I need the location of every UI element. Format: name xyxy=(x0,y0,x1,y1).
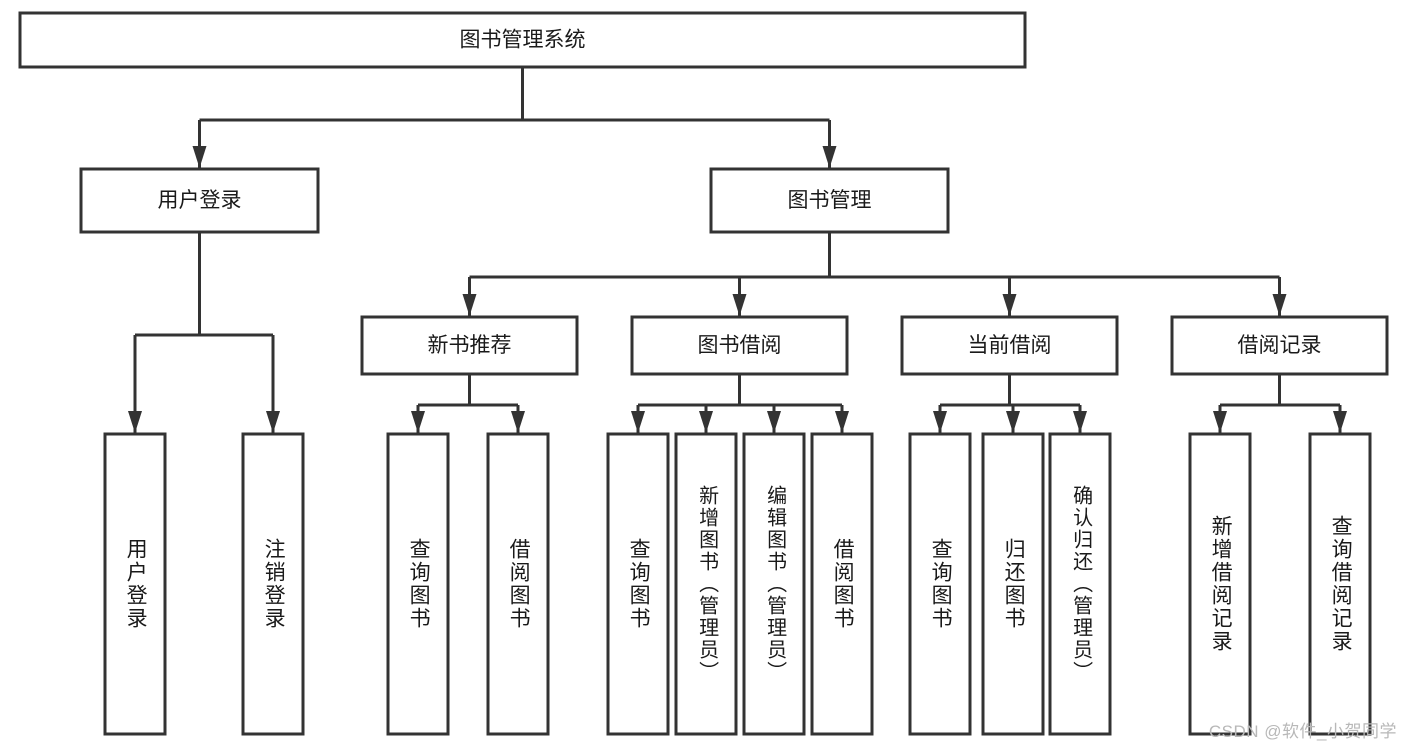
node-leaf-box-11[interactable] xyxy=(1188,432,1252,736)
node-level3-box-1[interactable] xyxy=(630,315,849,376)
arrow-head-icon xyxy=(1333,411,1347,433)
node-leaf-box-8[interactable] xyxy=(908,432,972,736)
node-leaf-box-3[interactable] xyxy=(486,432,550,736)
arrow-head-icon xyxy=(411,411,425,433)
arrow-head-icon xyxy=(1272,294,1287,316)
node-leaf-box-0[interactable] xyxy=(103,432,167,736)
node-boxes xyxy=(18,11,1389,736)
arrow-head-icon xyxy=(767,411,781,433)
node-level2-label-0: 用户登录 xyxy=(158,189,242,212)
node-leaf-box-1[interactable] xyxy=(241,432,305,736)
node-level3-box-3[interactable] xyxy=(1170,315,1389,376)
csdn-watermark: CSDN @软件_小贺同学 xyxy=(1208,722,1397,741)
node-leaf-box-5[interactable] xyxy=(674,432,738,736)
node-leaf-box-12[interactable] xyxy=(1308,432,1372,736)
arrow-head-icon xyxy=(511,411,525,433)
node-level3-label-2: 当前借阅 xyxy=(968,334,1052,357)
arrow-head-icon xyxy=(1002,294,1017,316)
arrow-head-icon xyxy=(835,411,849,433)
node-leaf-box-6[interactable] xyxy=(742,432,806,736)
arrow-head-icon xyxy=(822,146,837,168)
node-leaf-box-7[interactable] xyxy=(810,432,874,736)
node-level2-label-1: 图书管理 xyxy=(788,189,872,212)
arrow-head-icon xyxy=(1213,411,1227,433)
arrow-head-icon xyxy=(1073,411,1087,433)
connector-lines xyxy=(128,67,1347,433)
arrow-head-icon xyxy=(933,411,947,433)
arrow-head-icon xyxy=(1006,411,1020,433)
node-level3-label-1: 图书借阅 xyxy=(698,334,782,357)
node-root-box[interactable] xyxy=(18,11,1027,69)
node-leaf-box-2[interactable] xyxy=(386,432,450,736)
arrow-head-icon xyxy=(266,411,280,433)
node-level2-box-0[interactable] xyxy=(79,167,320,234)
node-level3-box-0[interactable] xyxy=(360,315,579,376)
node-leaf-box-4[interactable] xyxy=(606,432,670,736)
arrow-head-icon xyxy=(732,294,747,316)
node-leaf-box-9[interactable] xyxy=(981,432,1045,736)
node-level3-label-3: 借阅记录 xyxy=(1238,334,1322,357)
node-level2-box-1[interactable] xyxy=(709,167,950,234)
arrow-head-icon xyxy=(631,411,645,433)
arrow-head-icon xyxy=(462,294,477,316)
node-leaf-box-10[interactable] xyxy=(1048,432,1112,736)
node-level3-box-2[interactable] xyxy=(900,315,1119,376)
node-root-label: 图书管理系统 xyxy=(460,29,586,52)
arrow-head-icon xyxy=(192,146,207,168)
arrow-head-icon xyxy=(128,411,142,433)
arrow-head-icon xyxy=(699,411,713,433)
node-level3-label-0: 新书推荐 xyxy=(428,334,512,357)
